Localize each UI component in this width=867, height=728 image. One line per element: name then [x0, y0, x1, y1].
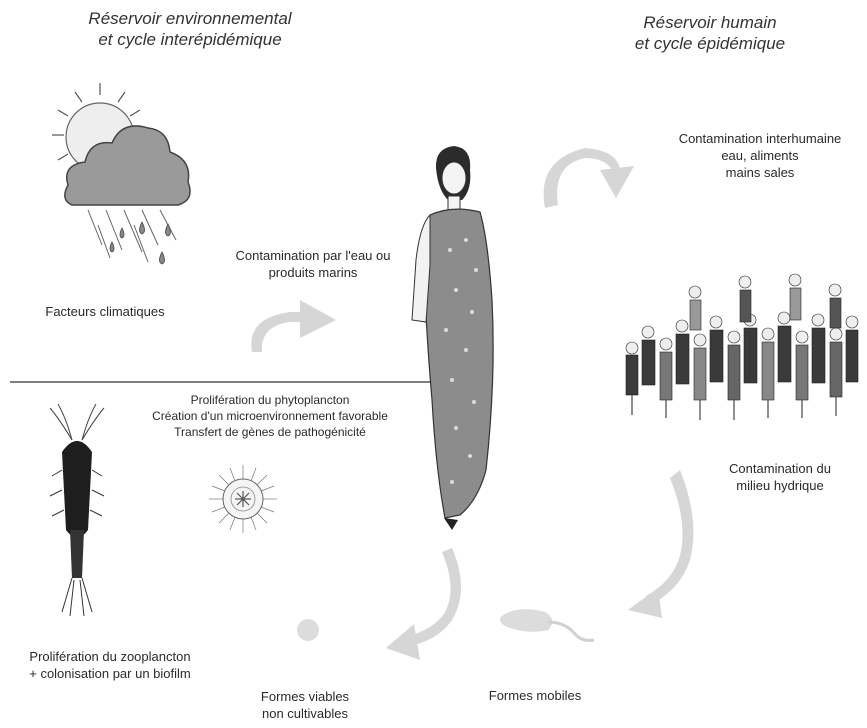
arrow-right-down [628, 470, 694, 618]
label-line: Contamination par l'eau ou [235, 248, 391, 263]
label-line: Prolifération du phytoplancton [190, 393, 350, 407]
label-line: Création d'un microenvironnement favorab… [152, 409, 388, 423]
crowd-icon [625, 273, 859, 420]
cycle-arrows [251, 148, 694, 660]
phytoplankton-icon [209, 465, 277, 533]
label-line: Prolifération du zooplancton [29, 649, 191, 664]
label-line: mains sales [725, 165, 795, 180]
copepod-icon [49, 403, 105, 617]
label-water-products-contamination: Contamination par l'eau ou produits mari… [218, 247, 408, 281]
heading-human-reservoir: Réservoir humain et cycle épidémique [600, 12, 820, 54]
label-phytoplankton-proliferation: Prolifération du phytoplancton Création … [125, 392, 415, 440]
arrow-bottom-center [386, 548, 461, 660]
label-climate-factors: Facteurs climatiques [20, 303, 190, 320]
label-mobile-forms: Formes mobiles [465, 687, 605, 704]
label-line: eau, aliments [721, 148, 799, 163]
arrow-center-left [251, 300, 336, 352]
label-line: Contamination interhumaine [678, 131, 842, 146]
heading-right-line2: et cycle épidémique [634, 34, 786, 53]
label-line: produits marins [268, 265, 358, 280]
label-interhuman-contamination: Contamination interhumaine eau, aliments… [660, 130, 860, 181]
heading-left-line1: Réservoir environnemental [88, 9, 292, 28]
coccoid-form-icon [297, 619, 319, 641]
label-line: milieu hydrique [736, 478, 824, 493]
label-line: Transfert de gènes de pathogénicité [174, 425, 366, 439]
label-line: + colonisation par un biofilm [29, 666, 191, 681]
label-line: Formes viables [260, 689, 350, 704]
vibrio-bacterium-icon [499, 609, 595, 642]
heading-left-line2: et cycle interépidémique [98, 30, 282, 49]
label-zooplankton-proliferation: Prolifération du zooplancton + colonisat… [5, 648, 215, 682]
heading-right-line1: Réservoir humain [643, 13, 777, 32]
arrow-top-right [543, 148, 634, 208]
woman-in-sari-icon [411, 146, 494, 530]
label-hydric-contamination: Contamination du milieu hydrique [705, 460, 855, 494]
label-line: non cultivables [262, 706, 348, 721]
label-line: Contamination du [729, 461, 831, 476]
heading-environmental-reservoir: Réservoir environnemental et cycle inter… [55, 8, 325, 50]
label-viable-non-culturable: Formes viables non cultivables [235, 688, 375, 722]
sun-cloud-rain-icon [52, 83, 191, 265]
label-line: Facteurs climatiques [45, 304, 165, 319]
label-line: Formes mobiles [488, 688, 582, 703]
